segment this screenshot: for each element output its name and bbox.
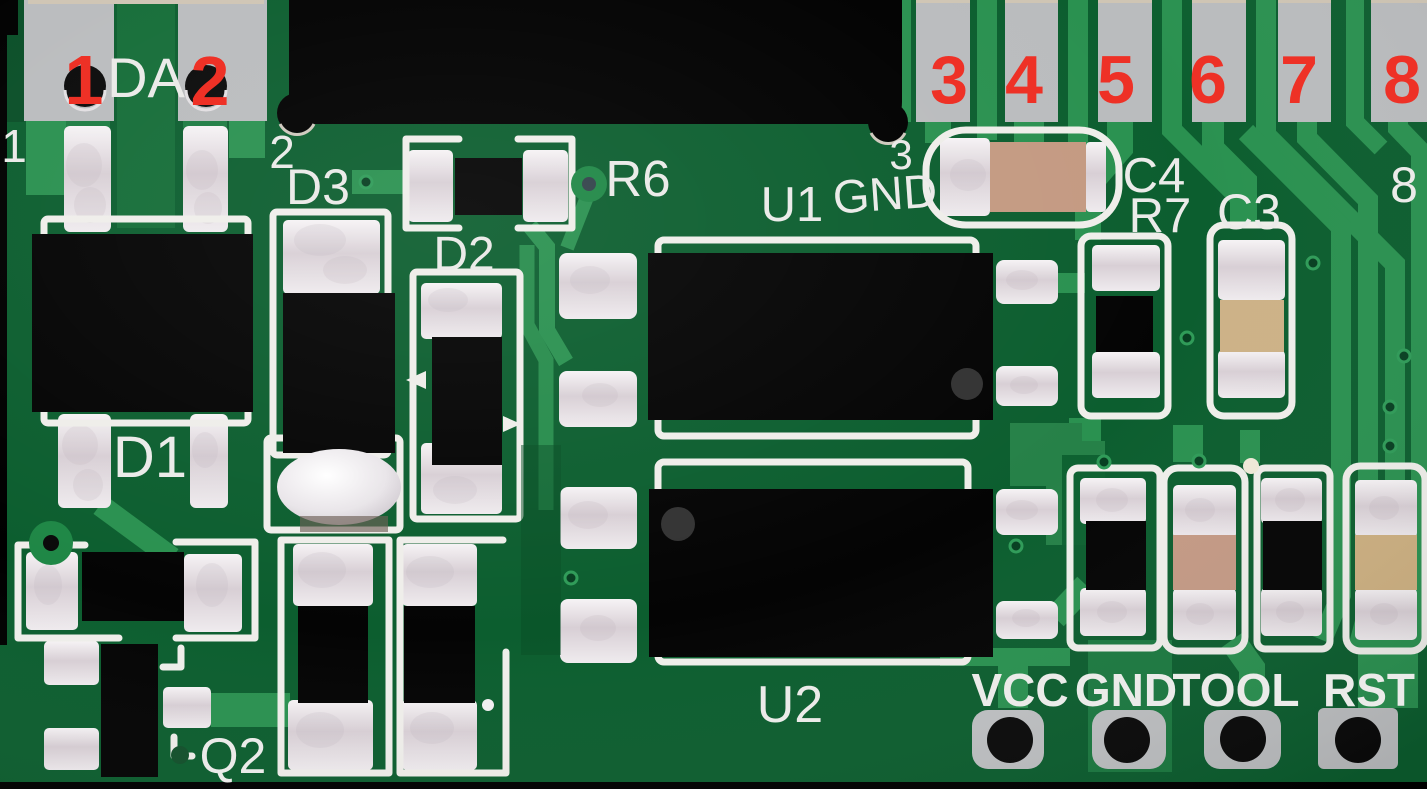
svg-text:U1: U1 (761, 178, 824, 232)
svg-text:1: 1 (1, 120, 27, 172)
svg-text:8: 8 (1390, 157, 1418, 213)
svg-text:7: 7 (1280, 42, 1318, 118)
svg-text:RST: RST (1323, 664, 1415, 716)
svg-text:8: 8 (1383, 42, 1421, 118)
svg-text:2: 2 (269, 126, 295, 178)
svg-text:D3: D3 (286, 159, 350, 215)
svg-text:DA: DA (107, 46, 185, 109)
svg-text:U2: U2 (757, 676, 823, 734)
svg-text:6: 6 (1189, 42, 1227, 118)
svg-text:3: 3 (930, 42, 968, 118)
svg-text:GND: GND (1075, 664, 1177, 716)
svg-text:GND: GND (831, 163, 939, 223)
svg-text:R6: R6 (605, 150, 670, 207)
svg-text:D1: D1 (113, 425, 187, 490)
svg-text:3: 3 (889, 131, 912, 178)
svg-text:Q2: Q2 (200, 728, 267, 784)
svg-text:4: 4 (1005, 42, 1043, 118)
svg-text:VCC: VCC (971, 664, 1068, 716)
svg-text:C3: C3 (1217, 184, 1281, 240)
svg-text:5: 5 (1097, 42, 1135, 118)
svg-text:2: 2 (191, 42, 230, 120)
svg-text:TOOL: TOOL (1173, 664, 1300, 716)
svg-text:D2: D2 (433, 228, 494, 281)
svg-text:C4: C4 (1123, 149, 1186, 203)
svg-text:1: 1 (65, 41, 104, 119)
svg-text:R7: R7 (1129, 189, 1192, 243)
